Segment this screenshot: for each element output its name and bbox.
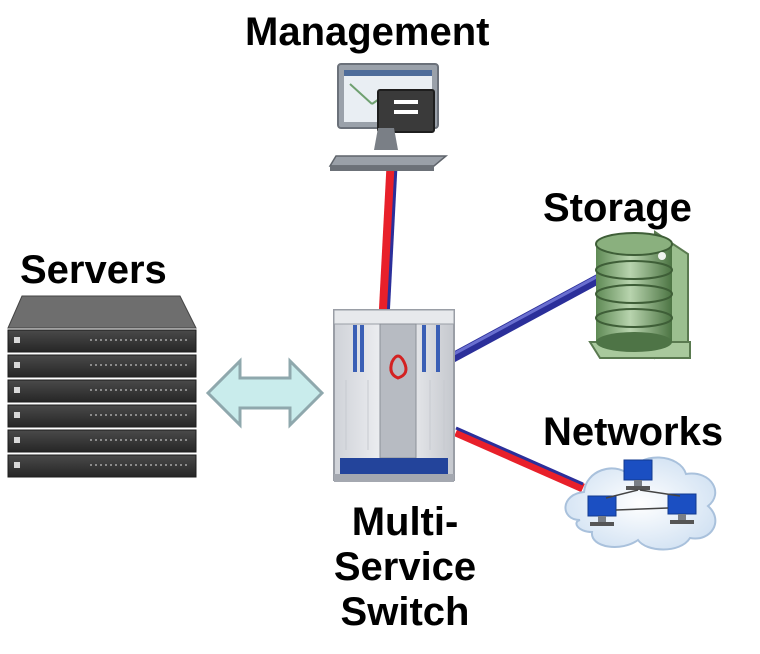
link-management <box>378 165 398 319</box>
management-label: Management <box>245 10 490 54</box>
servers-label: Servers <box>20 248 167 292</box>
storage-array-icon <box>588 230 691 360</box>
switch-label: Multi- Service Switch <box>300 500 510 634</box>
storage-label: Storage <box>543 186 692 230</box>
network-pc-icon-right <box>667 493 697 524</box>
switch-label-line2: Service <box>333 544 477 589</box>
networks-label: Networks <box>543 410 724 454</box>
bidirectional-arrow-icon <box>205 357 325 429</box>
switch-label-line3: Switch <box>340 589 470 634</box>
switch-label-line1: Multi- <box>351 500 459 544</box>
link-storage <box>449 273 603 363</box>
link-networks <box>454 426 585 493</box>
network-pc-icon-top <box>623 459 653 490</box>
network-pc-icon-left <box>587 495 617 526</box>
network-cloud-icon <box>564 456 717 551</box>
management-workstation-icon <box>328 63 449 171</box>
server-stack-icon <box>7 295 197 478</box>
multi-service-switch-icon <box>333 309 455 482</box>
